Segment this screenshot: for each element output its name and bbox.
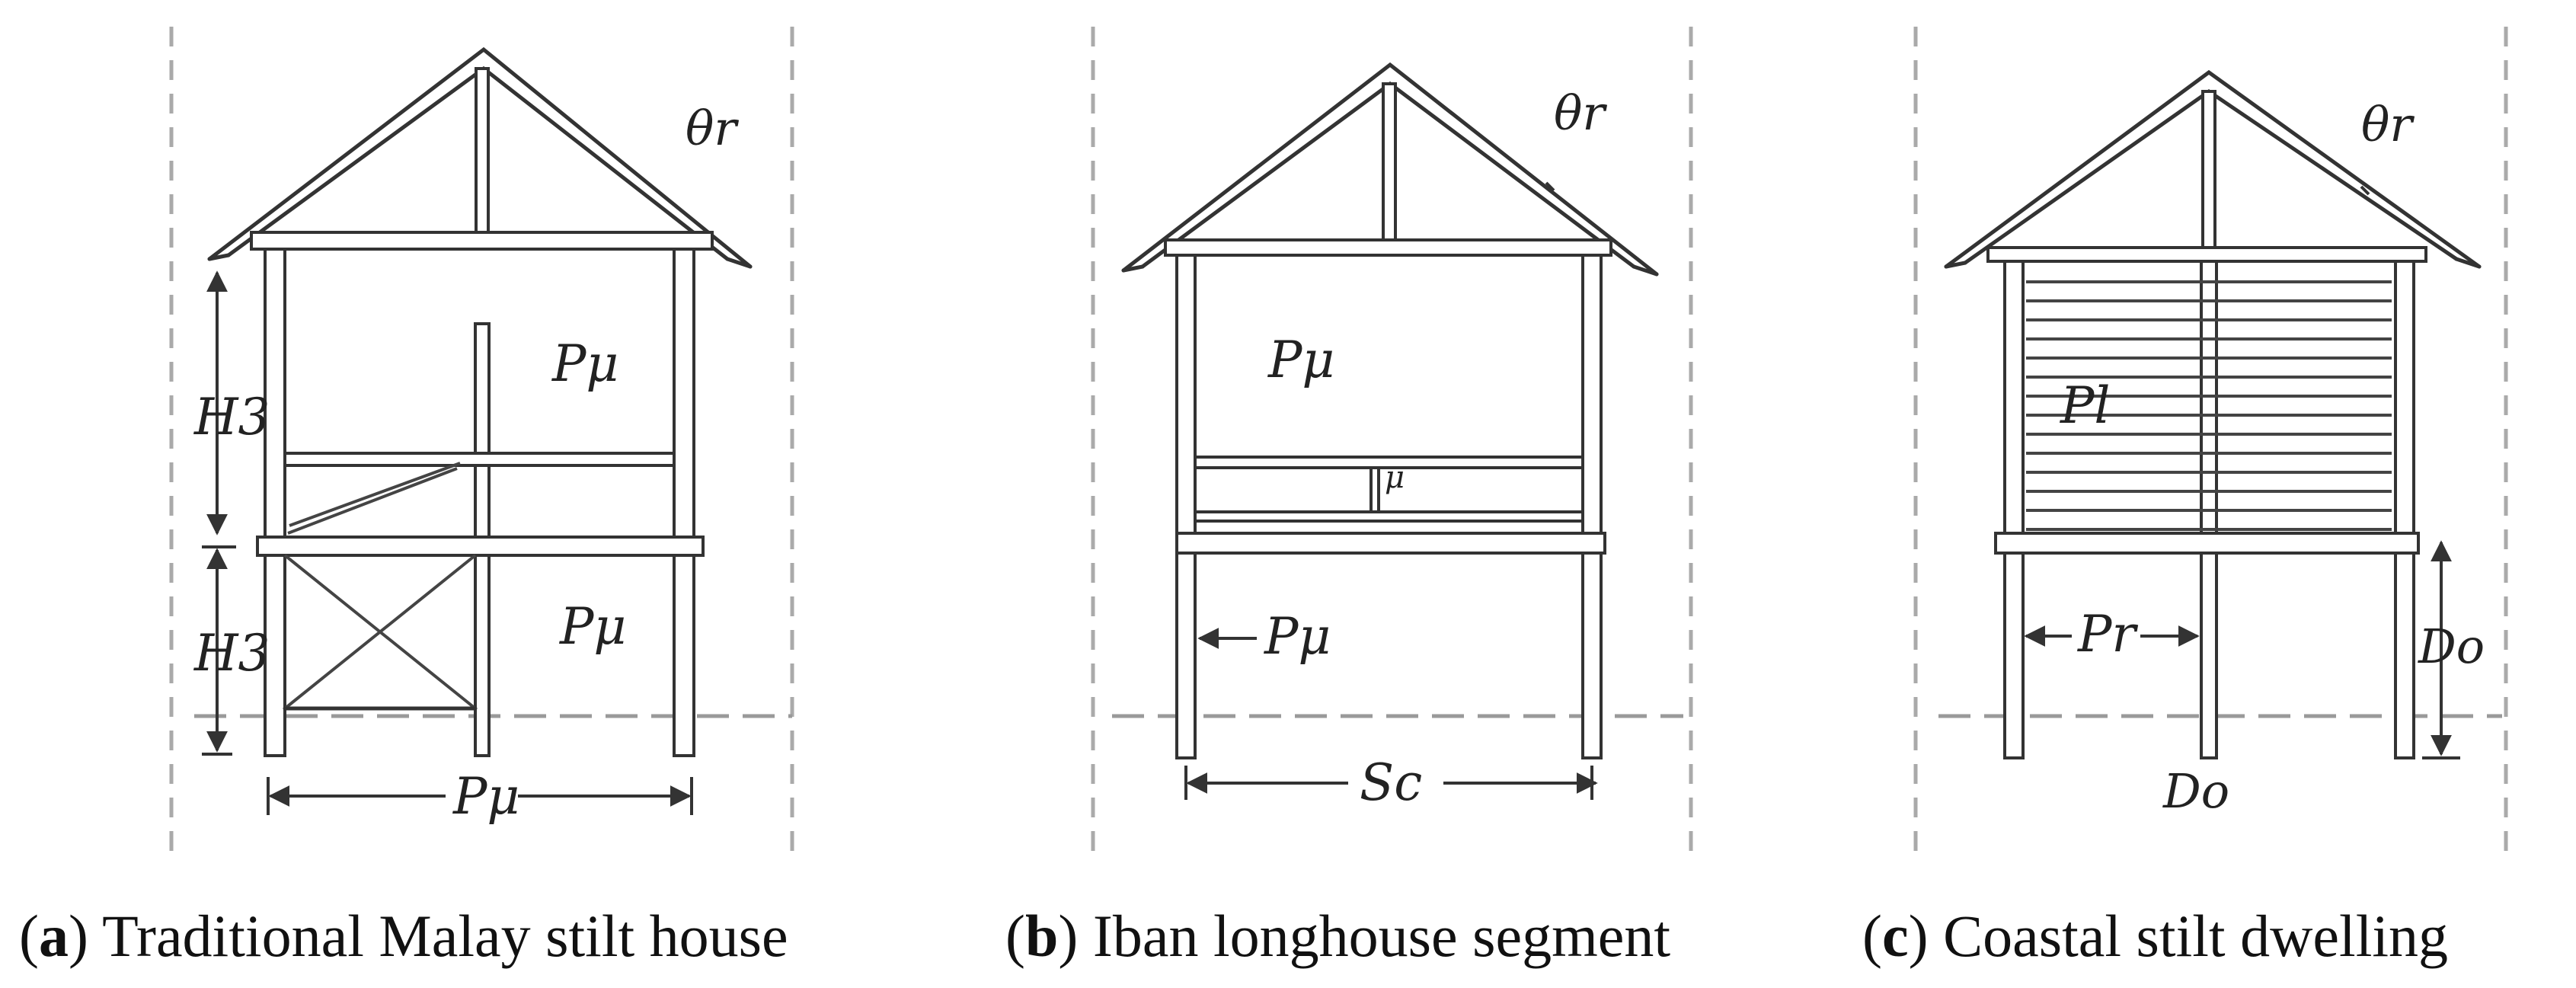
panel-b-post-spacing-label: Pμ xyxy=(1264,607,1331,666)
panel-b-dimensions xyxy=(1184,181,1598,800)
panel-c-wall-slats xyxy=(2026,280,2392,531)
panel-b-roof-angle-label: θr xyxy=(1554,85,1607,141)
panel-a: θr H3 H3 Pμ Pμ Pμ xyxy=(169,27,794,857)
panel-c-roof-angle-label: θr xyxy=(2361,97,2415,152)
panel-a-roof xyxy=(207,46,753,269)
panel-c-stilt-height-label: Do xyxy=(2418,619,2485,674)
panel-c-dimensions xyxy=(2024,185,2460,759)
panel-b-span-label: Sc xyxy=(1360,753,1422,812)
panel-b-partition-label: μ xyxy=(1385,460,1405,495)
caption-c: (c) Coastal stilt dwelling xyxy=(1862,903,2448,969)
panel-c-wall-panel-label: Pl xyxy=(2060,376,2111,435)
panel-a-height-upper-label: H3 xyxy=(193,388,270,446)
caption-a: (a) Traditional Malay stilt house xyxy=(19,903,788,969)
panel-c-frame xyxy=(1994,260,2420,759)
panel-c-base-label: Do xyxy=(2162,763,2229,819)
panel-c-roof xyxy=(1944,69,2482,269)
panel-b-upper-space-label: Pμ xyxy=(1267,331,1334,389)
panel-a-span-label: Pμ xyxy=(452,767,519,826)
panel-a-lower-space-label: Pμ xyxy=(559,597,626,656)
panel-a-dimensions xyxy=(202,270,693,815)
panel-a-upper-space-label: Pμ xyxy=(551,334,618,393)
panel-c: θr Pl Pr Do Do xyxy=(1913,27,2508,857)
panel-a-roof-angle-label: θr xyxy=(686,101,739,156)
panel-b-frame xyxy=(1175,254,1606,759)
panel-a-height-lower-label: H3 xyxy=(193,624,270,683)
panel-c-post-spacing-label: Pr xyxy=(2077,605,2138,663)
panel-a-frame xyxy=(256,248,705,757)
panel-b: θr Pμ μ Pμ Sc xyxy=(1091,27,1693,857)
caption-b: (b) Iban longhouse segment xyxy=(1005,903,1670,969)
panel-b-roof xyxy=(1121,62,1659,277)
